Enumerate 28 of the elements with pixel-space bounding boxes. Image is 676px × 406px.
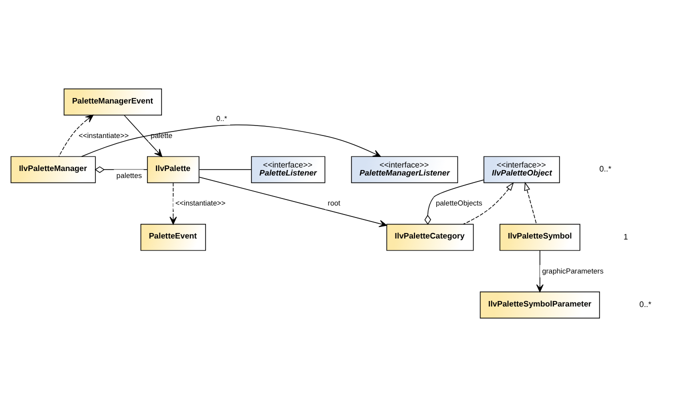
node-box: <<interface>> PaletteListener xyxy=(251,156,326,183)
arrow xyxy=(124,114,162,156)
label: 1 xyxy=(624,232,628,241)
arrow xyxy=(198,176,388,227)
arrow xyxy=(536,250,544,292)
node-box: PaletteManagerEvent xyxy=(64,88,162,115)
node-box: <<interface>> PaletteManagerListener xyxy=(351,156,458,183)
node-box: IlvPaletteSymbolParameter xyxy=(480,291,600,318)
edge-label: 0..* xyxy=(216,113,228,122)
node-box: IlvPalette xyxy=(147,156,200,183)
node-box: <<interface>> IlvPaletteObject xyxy=(484,156,560,183)
arrow xyxy=(81,124,381,156)
edge-label: graphicParameters xyxy=(542,266,604,275)
arrow xyxy=(524,181,537,224)
arrow xyxy=(463,182,514,224)
edge-label: <<instantiate>> xyxy=(78,130,129,140)
node-box: IlvPaletteManager xyxy=(10,156,96,183)
label: 0..* xyxy=(639,300,652,309)
label: 0..* xyxy=(599,164,612,174)
edge-label: root xyxy=(328,198,340,208)
node-box: PaletteEvent xyxy=(140,223,206,250)
connector xyxy=(198,168,252,170)
edge-label: <<instantiate>> xyxy=(175,198,226,208)
arrow xyxy=(58,114,94,156)
edge-label: paletteObjects xyxy=(436,198,482,208)
node-box: IlvPaletteSymbol xyxy=(500,223,580,250)
edge-label: palettes xyxy=(116,170,142,180)
node-box: IlvPaletteCategory xyxy=(386,223,474,250)
